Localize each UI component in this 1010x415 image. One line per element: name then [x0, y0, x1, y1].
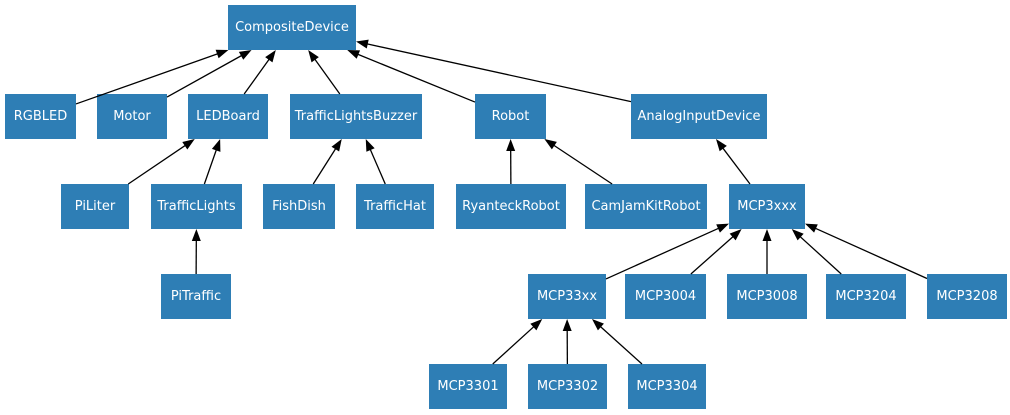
node-mcp3304[interactable]: MCP3304	[628, 364, 706, 409]
node-analoginputdevice[interactable]: AnalogInputDevice	[631, 94, 767, 139]
node-mcp3204[interactable]: MCP3204	[826, 274, 906, 319]
node-mcp3008[interactable]: MCP3008	[727, 274, 807, 319]
node-compositedevice[interactable]: CompositeDevice	[228, 5, 356, 50]
node-mcp3004[interactable]: MCP3004	[625, 274, 706, 319]
node-pitraffic[interactable]: PiTraffic	[161, 274, 231, 319]
node-rgbled[interactable]: RGBLED	[5, 94, 76, 139]
node-motor[interactable]: Motor	[97, 94, 167, 139]
node-mcp33xx[interactable]: MCP33xx	[528, 274, 606, 319]
node-mcp3xxx[interactable]: MCP3xxx	[729, 184, 805, 229]
node-fishdish[interactable]: FishDish	[263, 184, 335, 229]
node-ryanteckrobot[interactable]: RyanteckRobot	[456, 184, 566, 229]
node-trafficlightsbuzzer[interactable]: TrafficLightsBuzzer	[290, 94, 422, 139]
node-trafficlights[interactable]: TrafficLights	[151, 184, 242, 229]
node-mcp3302[interactable]: MCP3302	[528, 364, 607, 409]
node-piliter[interactable]: PiLiter	[61, 184, 129, 229]
node-mcp3208[interactable]: MCP3208	[927, 274, 1007, 319]
node-ledboard[interactable]: LEDBoard	[188, 94, 268, 139]
node-robot[interactable]: Robot	[475, 94, 546, 139]
node-mcp3301[interactable]: MCP3301	[429, 364, 507, 409]
node-traffichat[interactable]: TrafficHat	[356, 184, 434, 229]
node-camjamkitrobot[interactable]: CamJamKitRobot	[585, 184, 707, 229]
